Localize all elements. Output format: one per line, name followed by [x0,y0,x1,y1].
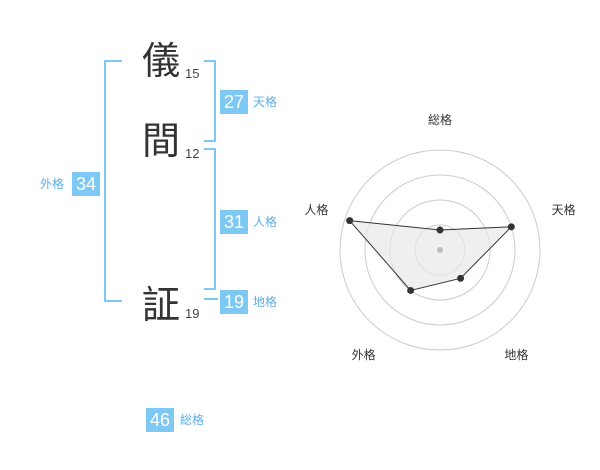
soukaku-label: 総格 [180,413,205,427]
tenkaku-label: 天格 [253,95,278,109]
tenkaku-score: 27 [220,90,248,114]
name-char-3: 証 [142,283,181,327]
name-char-1: 儀 [142,39,181,83]
radar-center-dot [437,247,443,253]
radar-point-4 [407,286,415,294]
radar-ring [339,149,541,351]
name-char-3-strokes: 19 [185,306,200,321]
jinkaku-label: 人格 [253,215,278,229]
radar-ring [364,174,516,326]
name-char-2: 間 [142,119,181,163]
radar-point-5 [346,217,354,225]
radar-axis-label: 地格 [504,347,528,362]
gaikaku-score: 34 [72,172,100,196]
tenkaku-bracket [204,60,216,142]
soukaku-score: 46 [146,408,174,432]
name-char-1-strokes: 15 [185,66,200,81]
chikaku-label: 地格 [253,295,278,309]
jinkaku-bracket [204,148,216,290]
name-char-2-strokes: 12 [185,146,200,161]
gaikaku-label: 外格 [40,177,65,191]
jinkaku-score: 31 [220,210,248,234]
radar-area [348,220,513,292]
radar-point-3 [457,274,465,282]
gaikaku-bracket [104,60,122,302]
radar-axis-label: 天格 [552,202,576,217]
radar-axis-label: 総格 [428,112,452,127]
radar-axis-label: 人格 [304,202,328,217]
radar-point-2 [507,223,515,231]
radar-axis-label: 外格 [352,347,376,362]
radar-point-1 [436,226,444,234]
chikaku-score: 19 [220,290,248,314]
chikaku-bracket [204,298,218,300]
